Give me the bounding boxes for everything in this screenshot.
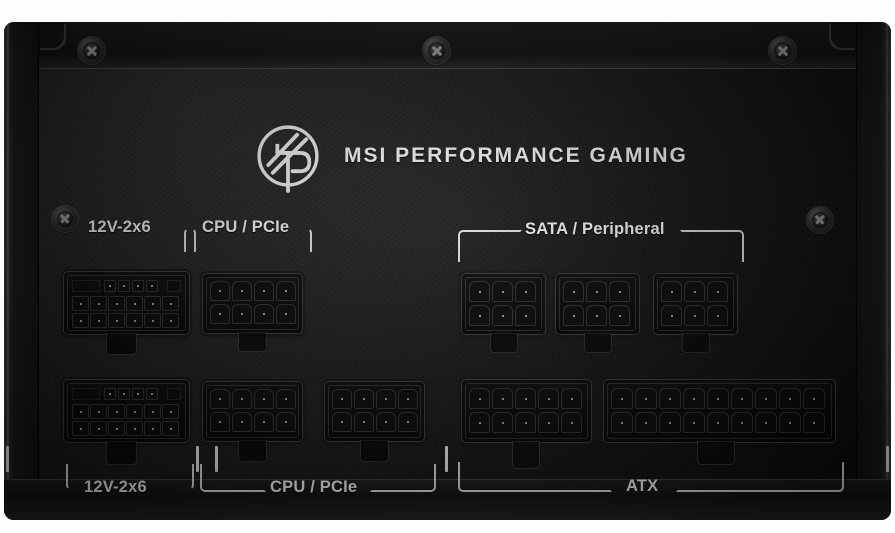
phillips-screw-icon [423,37,450,64]
connector-latch-tab [107,334,136,354]
connector-latch-tab [585,334,611,352]
phillips-screw-icon [769,37,796,64]
group-bracket-sata-left [458,230,522,262]
group-bracket-atx-right [676,462,844,492]
pin-row-bottom [469,305,536,326]
connector-sata-peripheral-2[interactable] [556,274,639,334]
pin-row-bottom [72,313,179,328]
edge-tick [886,446,889,472]
connector-latch-tab [107,442,136,464]
pin-row-top [563,281,630,302]
connector-cpu-pcie-bottom-1[interactable] [203,382,302,441]
group-bracket-sata-right [680,230,744,262]
group-bracket-12v-top [180,228,196,252]
connector-cpu-pcie-bottom-2[interactable] [325,382,424,441]
edge-tick [215,446,218,472]
pin-row-sideband [104,388,158,400]
pin-row-top [469,281,536,302]
connector-latch-tab [239,441,266,461]
pin-row-bottom [611,412,825,433]
msi-dragon-logo-icon [250,118,326,194]
pin-row-top [661,281,728,302]
brand-text: MSI PERFORMANCE GAMING [344,144,688,167]
group-bracket-cpu-bottom-left [200,464,266,492]
pin-row-top [210,389,296,409]
pin-row-bottom [72,421,179,436]
pin-row-bottom [563,305,630,326]
group-label-12v-top: 12V-2x6 [88,218,151,236]
phillips-screw-icon [78,37,105,64]
connector-sata-peripheral-1[interactable] [462,274,545,334]
group-label-cpu-pcie-top: CPU / PCIe [202,218,290,236]
pin-row-bottom [469,412,582,433]
group-label-12v-bottom: 12V-2x6 [84,478,147,496]
pin-row-top [72,296,179,311]
connector-atx-10pin[interactable] [462,380,591,442]
pin-row-top [210,281,296,301]
connector-atx-18pin[interactable] [604,380,835,442]
connector-latch-tab [698,442,734,464]
connector-latch-tab [361,441,388,461]
pin-row-sideband [104,280,158,292]
pin-row-bottom [661,305,728,326]
bottom-lip [4,479,891,520]
edge-tick [196,446,199,472]
connector-12v-2x6-top[interactable] [64,272,189,334]
pin-row-bottom [210,412,296,432]
chassis-plate: MSI PERFORMANCE GAMING 12V-2x6 CPU / PCI… [4,22,891,520]
connector-latch-tab [491,334,517,352]
edge-tick [6,446,9,472]
security-screw-icon [807,207,833,233]
connector-sata-peripheral-3[interactable] [654,274,737,334]
pin-row-bottom [210,304,296,324]
security-screw-icon [52,206,78,232]
group-bracket-atx-left [458,462,612,492]
connector-cpu-pcie-top[interactable] [203,274,302,333]
group-label-sata: SATA / Peripheral [525,220,665,238]
top-left-notch [38,22,64,48]
group-label-atx: ATX [626,477,659,495]
pin-row-top [332,389,418,409]
connector-12v-2x6-bottom[interactable] [64,380,189,442]
group-label-cpu-pcie-bottom: CPU / PCIe [270,478,358,496]
connector-latch-tab [513,442,539,468]
group-bracket-12v-bottom-right [178,464,194,490]
group-bracket-12v-bottom-left [66,464,82,490]
pin-row-top [611,388,825,409]
left-rail [4,22,39,520]
group-bracket-cpu-bottom-right [370,464,436,492]
pin-row-top [72,404,179,419]
top-right-notch [831,22,857,48]
pin-row-top [469,388,582,409]
edge-tick [445,446,448,472]
group-bracket-cpu-top-right [296,228,312,252]
right-rail [856,22,891,520]
brand-row: MSI PERFORMANCE GAMING [250,118,688,194]
pin-row-bottom [332,412,418,432]
connector-latch-tab [239,333,266,351]
connector-latch-tab [683,334,709,352]
group-bracket-cpu-top-left [184,228,200,252]
